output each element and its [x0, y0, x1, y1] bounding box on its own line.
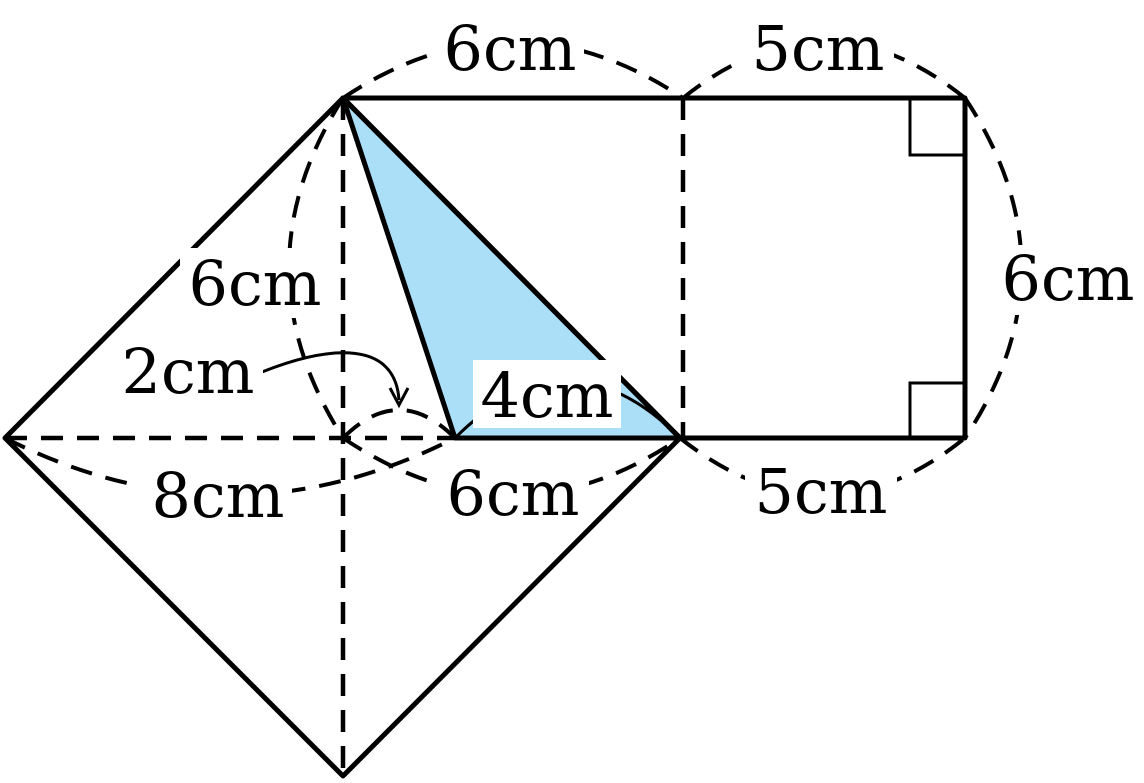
leader-arrowhead-2cm	[388, 387, 410, 409]
label-right-side: 6cm	[1002, 242, 1135, 315]
label-shaded-base: 4cm	[481, 359, 614, 432]
rectangle-outline	[340, 95, 968, 441]
leader-line-2cm	[261, 351, 401, 401]
label-top-right: 5cm	[752, 12, 885, 85]
label-small-gap: 2cm	[122, 335, 255, 408]
label-bottom-middle: 6cm	[447, 457, 580, 530]
right-angle-mark-bottom	[908, 381, 965, 438]
label-square-side: 6cm	[189, 247, 322, 320]
label-top-left: 6cm	[444, 12, 577, 85]
label-bottom-right: 5cm	[755, 455, 888, 528]
dimension-arc-small-gap	[341, 408, 457, 440]
right-angle-mark-top	[908, 98, 965, 157]
rotated-square	[2, 95, 683, 779]
label-diagonal: 8cm	[152, 459, 285, 532]
